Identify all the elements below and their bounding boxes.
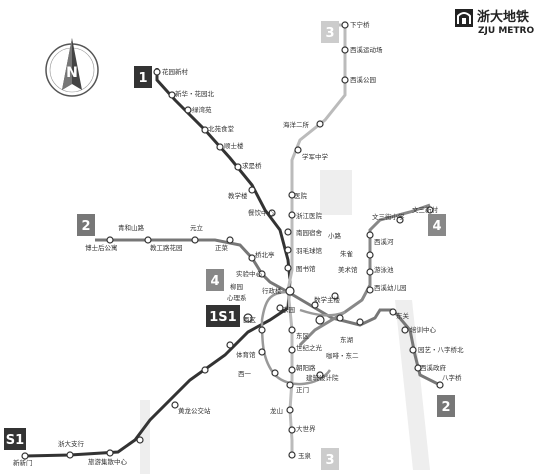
station-nanyuanjiwei: 南园宿舍 [296, 228, 323, 237]
station-xuxinmen: 新新门 [13, 458, 33, 467]
station-lvwanyuan: 绿湾苑 [192, 105, 212, 114]
station-xiqu: 西区 [243, 316, 257, 324]
station-yuanli: 元立 [190, 223, 204, 232]
station-jiaogong: 教工路花园 [150, 243, 183, 252]
line-labels: 1 2 2 3 3 4 4 1S1 S1 [4, 21, 455, 470]
station-xinxiangyuan: 心理系 [227, 293, 247, 302]
station-kafeiting: 咖啡・东二 [326, 351, 359, 360]
line-3-top-label: 3 [325, 26, 334, 41]
station-boshigongyu: 博士后公寓 [85, 243, 118, 252]
station-qiuyuan: 求园 [282, 305, 295, 314]
station-jiao-bazi: 园艺・八字桥北 [418, 345, 464, 354]
line-3-bottom-label: 3 [325, 453, 334, 468]
logo: 浙大地铁 ZJU METRO [455, 9, 534, 36]
station-zhuque: 朱雀 [340, 249, 354, 258]
station-huanglong: 黄龙公交站 [178, 406, 211, 415]
station-yuquan: 玉泉 [298, 451, 312, 460]
station-shijizhiguang: 世纪之光 [296, 343, 323, 352]
station-yumaoqiu: 羽毛球馆 [296, 246, 323, 255]
station-wensan: 文三新村 [412, 205, 439, 214]
station-meishuguan: 美术馆 [338, 265, 358, 274]
station-shuishiji: 顺士楼 [224, 141, 244, 150]
station-chaoyuanlu: 朝阳路 [296, 363, 316, 372]
station-zhejiang-yiyuan: 浙江医院 [296, 211, 323, 220]
station-zhenmo: 正菜 [215, 243, 229, 252]
line-1 [24, 68, 292, 458]
station-shiyan: 实验中心 [236, 269, 263, 278]
line-2-left-label: 2 [81, 219, 90, 234]
line-4-right-label: 4 [432, 219, 441, 234]
background-shapes [140, 170, 430, 474]
station-canyin: 餐饮中心 [248, 208, 275, 217]
line-3 [286, 23, 347, 455]
station-tiyuguan: 体育馆 [236, 350, 256, 359]
logo-cn: 浙大地铁 [477, 9, 529, 25]
logo-en: ZJU METRO [478, 26, 534, 36]
line-4-center-label: 4 [210, 274, 219, 289]
station-lvxiaoji: 旅游集散中心 [88, 457, 128, 466]
station-tushuguan: 图书馆 [296, 264, 316, 273]
station-beiyuan-shiting: 北苑食堂 [208, 124, 235, 133]
station-xixiyuan: 西溪幼儿园 [374, 283, 407, 292]
station-xiaxinqiao: 下宁桥 [350, 20, 370, 29]
station-haiyan-ersuo: 海洋二所 [283, 120, 310, 129]
station-huayuanxincun: 花园新村 [162, 67, 189, 76]
line-s1-center-label: 1S1 [209, 310, 236, 325]
station-zhengmen: 正门 [296, 385, 309, 394]
station-xuejun: 学军中学 [302, 152, 329, 161]
station-dongqu: 东区 [296, 331, 310, 340]
station-jiaoshulou: 教学楼 [228, 191, 248, 200]
station-pexunzhongxin: 培训中心 [410, 325, 437, 334]
line-s1-left-label: S1 [6, 433, 24, 448]
station-labels: 花园新村 新华・花园北 绿湾苑 北苑食堂 顺士楼 求是桥 教学楼 餐饮中心 南园… [13, 20, 464, 467]
station-qiuzhen: 求是桥 [242, 161, 262, 170]
station-xingzhenglou: 行政楼 [262, 286, 282, 295]
station-xixigongyuan: 西溪公园 [350, 75, 376, 84]
station-bazi: 八字桥 [442, 373, 462, 382]
station-xixihe: 西溪河 [374, 237, 394, 246]
station-xiyi: 西一 [238, 370, 252, 378]
station-qingheshan: 青和山路 [118, 223, 145, 232]
station-markers [21, 21, 444, 460]
station-xixizhengfu: 西溪政府 [420, 363, 447, 372]
station-yiyuan: 医院 [294, 191, 308, 200]
station-zheda-zhixing: 浙大支行 [58, 439, 85, 448]
station-wensanxiaoxue: 文三街小学 [372, 212, 405, 221]
station-dashijiecao: 大世界 [296, 424, 316, 433]
line-2 [95, 238, 441, 387]
station-shuxue: 数学主楼 [314, 295, 341, 304]
station-longshan: 龙山 [270, 406, 283, 415]
station-xinhua-huayuanbei: 新华・花园北 [175, 89, 215, 98]
station-liuyuan: 柳园 [230, 282, 243, 291]
station-jianzhuguan: 建筑设计院 [306, 373, 339, 382]
compass-letter: N [66, 65, 78, 81]
station-dongguan: 东湖 [340, 335, 354, 344]
compass: N [45, 38, 99, 97]
line-2-right-label: 2 [441, 400, 450, 415]
station-dongguan2: 东关 [396, 311, 410, 320]
station-youyongchi: 游泳池 [374, 265, 394, 274]
line-1-label: 1 [138, 71, 147, 86]
station-xijidianbo: 西溪运动场 [350, 45, 383, 54]
station-xiaolu: 小路 [328, 231, 342, 240]
station-qiaobeiting: 桥北亭 [255, 250, 275, 259]
